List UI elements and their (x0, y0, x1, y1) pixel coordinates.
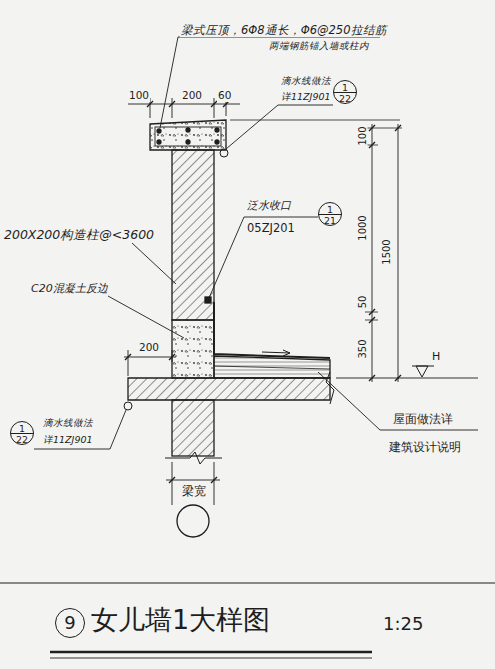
drawing-stroke (157, 140, 161, 144)
drawing-stroke (215, 140, 219, 144)
drawing-stroke (220, 149, 228, 157)
drawing-stroke (124, 402, 132, 410)
scale-text: 1:25 (382, 614, 424, 634)
circle-number: 1 (319, 205, 341, 215)
circle-divider (319, 214, 341, 215)
dimension: 1500 (381, 238, 392, 265)
drawing-stroke (226, 105, 333, 149)
drawing-stroke (283, 350, 290, 356)
drawing-stroke (412, 366, 434, 367)
dimension: 1000 (357, 214, 368, 241)
note-text: 梁式压顶，6Φ8通长，Φ6@250拉结筋 (180, 24, 388, 37)
callout-text: 详11ZJ901 (42, 435, 94, 445)
drawing-stroke (172, 320, 214, 378)
circle-divider (334, 92, 356, 93)
drawing-stroke (205, 297, 211, 303)
callout-text: 泛水收口 (246, 200, 292, 212)
drawing-stroke (0, 37, 495, 658)
drawing-stroke (186, 128, 190, 132)
circle-number: 1 (334, 83, 356, 93)
circle-number: 22 (11, 435, 33, 445)
dimension: 60 (217, 90, 232, 102)
drawing-stroke (177, 505, 209, 537)
dimension: 200 (181, 90, 203, 102)
drawing-stroke (166, 462, 220, 505)
drawing-stroke (165, 452, 222, 464)
drawing-stroke (416, 366, 428, 377)
drawing-stroke (214, 302, 330, 358)
drawing-stroke (160, 37, 380, 128)
drawing-stroke (172, 400, 214, 456)
drawing-stroke (34, 410, 126, 449)
index-circle: 9 (55, 608, 85, 638)
drawing-stroke (155, 127, 221, 146)
drawing-stroke (157, 129, 161, 133)
drawing-stroke (150, 120, 226, 150)
drawing-title: 女儿墙1大样图 (90, 605, 271, 635)
drawing-stroke (0, 582, 495, 583)
note-text: 两端钢筋锚入墙或柱内 (268, 41, 370, 51)
circle-number: 22 (334, 94, 356, 104)
index-circle: 121 (318, 202, 342, 226)
callout-text: 05ZJ201 (246, 222, 296, 235)
drawing-stroke (125, 354, 175, 360)
callout-text: 详11ZJ901 (280, 92, 332, 102)
note-text: 建筑设计说明 (388, 441, 462, 454)
circle-number: 1 (11, 424, 33, 434)
callout-text: 滴水线做法 (280, 76, 332, 86)
dimension: 100 (128, 90, 150, 102)
drawing-stroke (128, 378, 330, 400)
drawing-stroke (215, 128, 219, 132)
circle-divider (11, 433, 33, 434)
drawing-stroke (214, 366, 330, 369)
dimension: 200 (138, 342, 160, 354)
index-circle: 122 (333, 80, 357, 104)
note-text: C20混凝土反边 (30, 283, 109, 295)
dimension: 50 (357, 295, 368, 310)
drawing-stroke (326, 372, 334, 404)
drawing-stroke (230, 120, 402, 320)
drawing-stroke (147, 101, 229, 107)
dimension: 100 (357, 125, 368, 146)
drawing-stroke (169, 477, 217, 483)
callout-text: 滴水线做法 (42, 418, 94, 428)
circle-number: 21 (319, 216, 341, 226)
drawing-stroke (336, 378, 478, 379)
drawing-stroke (124, 350, 176, 376)
dimension: 350 (357, 338, 368, 359)
drawing-stroke (50, 658, 372, 659)
drawing-stroke (50, 651, 372, 654)
circle-number: 9 (56, 614, 84, 632)
drawing-stroke (262, 352, 290, 353)
note-text: 200X200构造柱@<3600 (3, 228, 155, 242)
drawing-stroke (369, 125, 401, 381)
drawing-stroke (186, 140, 190, 144)
drawing-stroke (214, 356, 330, 378)
drawing-stroke (209, 217, 318, 298)
level-mark: H (431, 351, 441, 363)
drawing-stroke (132, 243, 176, 284)
note-text: 屋面做法详 (392, 413, 454, 426)
dimension: 梁宽 (181, 485, 207, 498)
drawing-stroke (372, 124, 398, 382)
drawing-stroke (172, 150, 214, 320)
index-circle: 122 (10, 421, 34, 445)
drawing-stroke (108, 296, 184, 338)
